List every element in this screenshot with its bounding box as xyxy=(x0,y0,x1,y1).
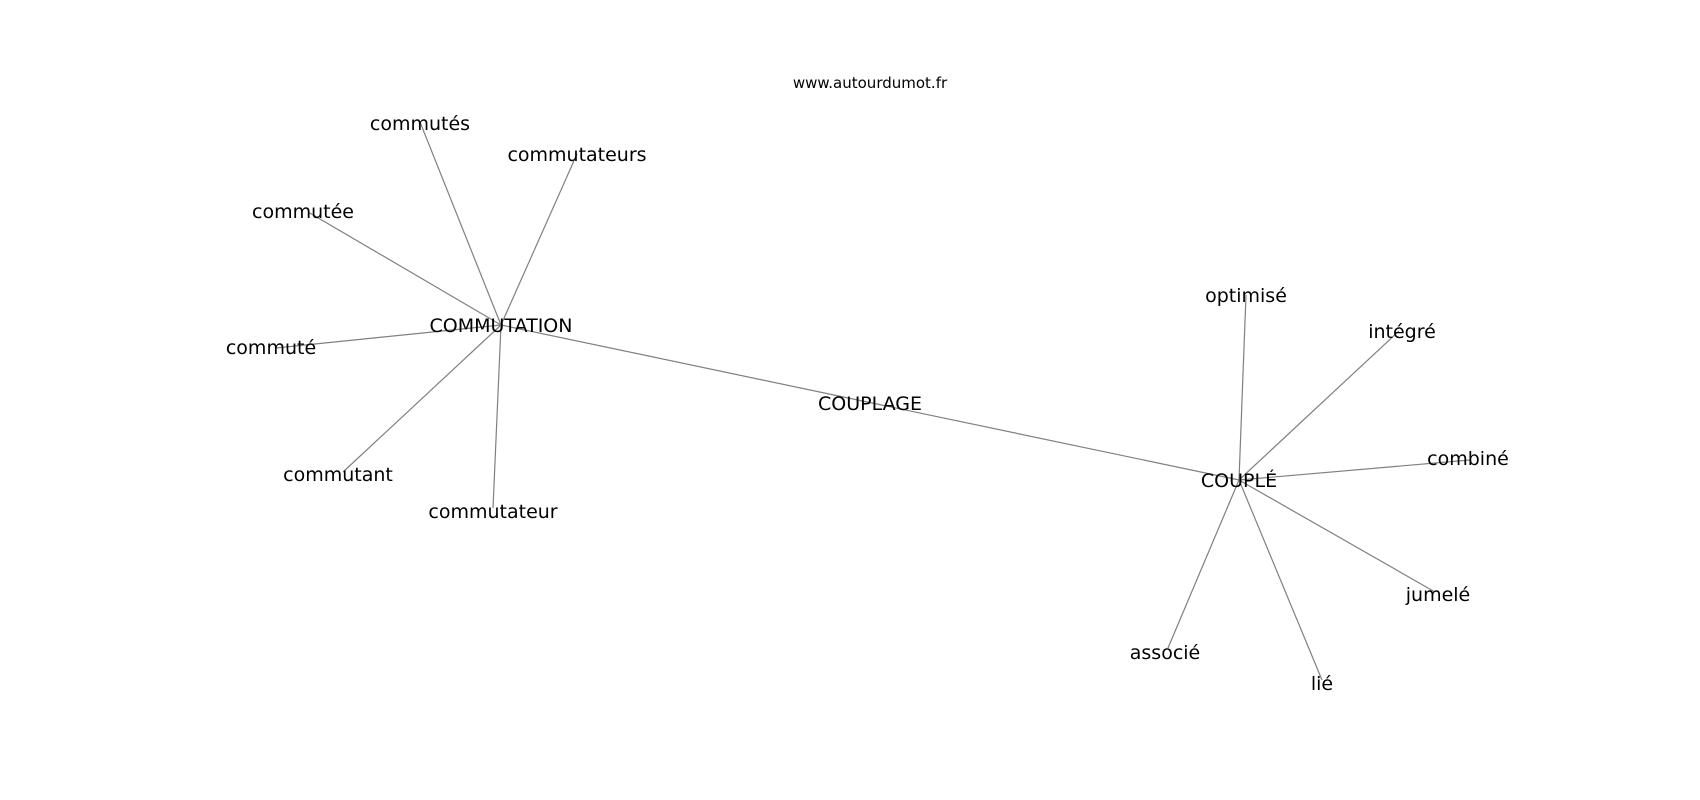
node-commutateurs[interactable]: commutateurs xyxy=(507,144,646,166)
edge-layer xyxy=(275,121,1471,681)
node-combine[interactable]: combiné xyxy=(1427,448,1509,470)
node-couplage[interactable]: COUPLAGE xyxy=(818,393,922,415)
node-couple[interactable]: COUPLÉ xyxy=(1201,469,1277,492)
node-commutation[interactable]: COMMUTATION xyxy=(430,315,573,337)
edge-commutation-commutes xyxy=(419,121,502,326)
node-commutateur[interactable]: commutateur xyxy=(428,501,557,523)
edge-couple-optimise xyxy=(1238,294,1247,481)
edge-commutation-commutateurs xyxy=(500,153,578,326)
edge-commutation-commutee xyxy=(307,211,502,326)
edge-couple-associe xyxy=(1167,479,1240,649)
node-commutant[interactable]: commutant xyxy=(283,464,393,486)
edge-commutation-commutateur xyxy=(492,324,502,509)
edge-couplage-commutation xyxy=(500,324,873,404)
node-jumele[interactable]: jumelé xyxy=(1405,584,1471,606)
node-lie[interactable]: lié xyxy=(1311,673,1333,695)
edge-couple-lie xyxy=(1238,479,1323,681)
source-label: www.autourdumot.fr xyxy=(793,74,948,92)
node-commutes[interactable]: commutés xyxy=(370,113,470,135)
edge-commutation-commutant xyxy=(342,324,502,473)
edge-commutation-commute xyxy=(275,324,502,349)
edge-couple-integre xyxy=(1238,330,1400,481)
node-associe[interactable]: associé xyxy=(1130,642,1200,664)
label-layer: www.autourdumot.fr COUPLAGE COMMUTATION … xyxy=(226,74,1509,695)
edge-couplage-couple xyxy=(871,402,1240,481)
node-commute[interactable]: commuté xyxy=(226,337,316,359)
node-commutee[interactable]: commutée xyxy=(252,201,354,223)
edge-couple-combine xyxy=(1238,459,1471,481)
edge-couple-jumele xyxy=(1238,479,1436,593)
node-integre[interactable]: intégré xyxy=(1368,321,1436,343)
node-optimise[interactable]: optimisé xyxy=(1205,285,1287,307)
